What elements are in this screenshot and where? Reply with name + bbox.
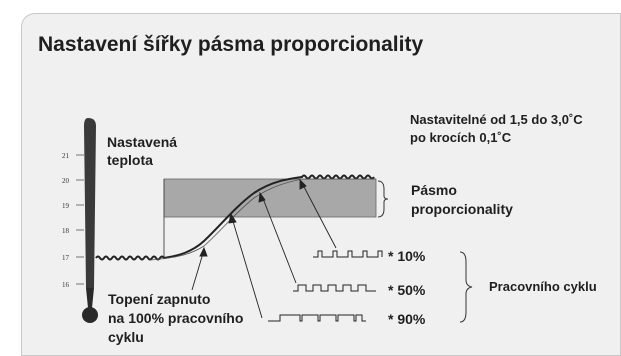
scale-tick-16: 16 <box>62 281 70 289</box>
scale-tick-17: 17 <box>62 254 70 262</box>
scale-tick-20: 20 <box>62 177 70 185</box>
pulse-train-90 <box>268 314 366 322</box>
thermometer-icon <box>82 118 98 323</box>
scale-tick-21: 21 <box>62 152 70 160</box>
duty-cycle-group-label: Pracovního cyklu <box>489 279 597 294</box>
band-label-line2: proporcionality <box>411 201 513 217</box>
duty-cycle-10-label: * 10% <box>388 248 426 264</box>
diagram-title: Nastavení šířky pásma proporcionality <box>38 33 424 56</box>
heating-label-line3: cyklu <box>108 329 144 345</box>
temperature-scale-ticks <box>76 154 84 285</box>
scale-tick-18: 18 <box>62 227 70 235</box>
duty-cycle-90-label: * 90% <box>388 311 426 327</box>
adjustable-note-line1: Nastavitelné od 1,5 do 3,0˚C <box>410 112 583 127</box>
adjustable-note-line2: po krocích 0,1˚C <box>410 130 512 145</box>
scale-tick-19: 19 <box>62 202 70 210</box>
duty-cycle-50-label: * 50% <box>388 282 426 298</box>
duty-cycle-pulses <box>268 250 383 322</box>
setpoint-label-line1: Nastavená <box>107 134 178 150</box>
pulse-train-10 <box>313 250 383 258</box>
pointer-arrows <box>191 178 337 319</box>
setpoint-label-line2: teplota <box>107 152 153 168</box>
duty-cycle-brace <box>459 251 473 323</box>
pulse-train-50 <box>293 284 376 292</box>
heating-label-line2: na 100% pracovního <box>108 310 244 326</box>
band-label-line1: Pásmo <box>411 182 457 198</box>
band-brace <box>377 180 389 218</box>
temperature-curve <box>95 174 375 261</box>
heating-label-line1: Topení zapnuto <box>108 291 211 307</box>
